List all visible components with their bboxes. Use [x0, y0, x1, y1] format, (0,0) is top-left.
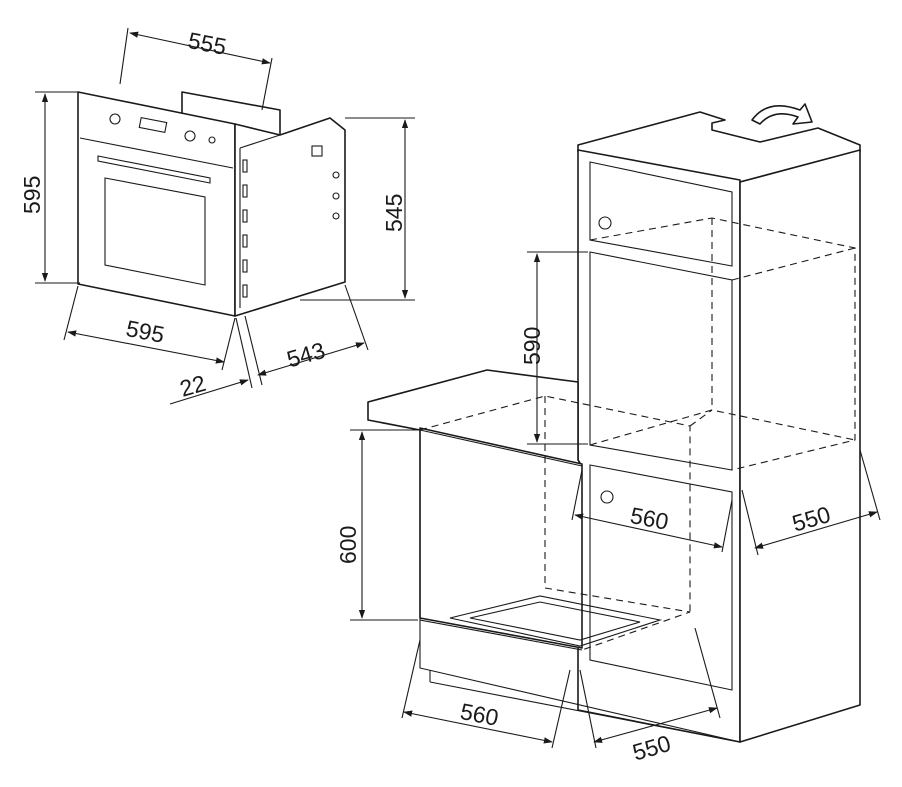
under-cavity-top [419, 429, 583, 467]
dim-line-543 [257, 342, 365, 376]
dashed-niche-back [589, 217, 856, 471]
dim-line-560-upper [574, 513, 723, 549]
oven-side-body [234, 117, 346, 317]
dim-line-595-width [67, 330, 225, 364]
label-600: 600 [335, 526, 361, 564]
knob-icon [109, 113, 121, 125]
display-icon [138, 116, 168, 134]
lower-cavity [589, 464, 733, 691]
dim-line-555-top [129, 31, 271, 65]
oven-drawing [77, 91, 346, 317]
cabinet-front [577, 149, 741, 743]
oven-handle [97, 155, 211, 184]
cable-hole-icon-2 [600, 490, 614, 504]
dim-line-560-lower [403, 710, 553, 744]
label-543: 543 [284, 337, 328, 373]
button-icon [208, 136, 216, 144]
label-590: 590 [519, 327, 545, 365]
oven-front-panel [77, 91, 236, 317]
label-550-lower: 550 [630, 730, 674, 766]
label-545: 545 [381, 194, 407, 232]
oven-dimensions [35, 27, 415, 405]
cable-hole-icon [598, 216, 612, 230]
dashed-under-connect [689, 409, 713, 427]
cabinet-dimensions [350, 251, 881, 749]
dim-line-550-right [754, 511, 878, 549]
knob-icon-2 [184, 130, 196, 142]
oven-side-edge [239, 134, 281, 149]
label-595-height: 595 [19, 176, 45, 214]
label-22: 22 [177, 370, 209, 402]
dim-line-22 [169, 379, 249, 405]
cabinet-side [739, 149, 861, 743]
curved-arrow-icon [751, 103, 813, 125]
oven-control-line [79, 137, 234, 169]
dashed-under-floor [544, 587, 691, 651]
dashed-niche-top [731, 247, 856, 281]
dashed-under-back [419, 395, 691, 612]
oven-side-slots [242, 145, 340, 298]
label-555: 555 [186, 27, 229, 60]
tall-cabinet [577, 103, 861, 743]
dim-line-550-lower [593, 707, 718, 743]
under-cavity-floor [449, 595, 663, 647]
under-cavity-floor-inner [469, 601, 641, 641]
upper-cavity [589, 161, 733, 267]
label-560-lower: 560 [458, 698, 501, 731]
label-595-width: 595 [124, 315, 167, 348]
oven-window [104, 177, 206, 286]
